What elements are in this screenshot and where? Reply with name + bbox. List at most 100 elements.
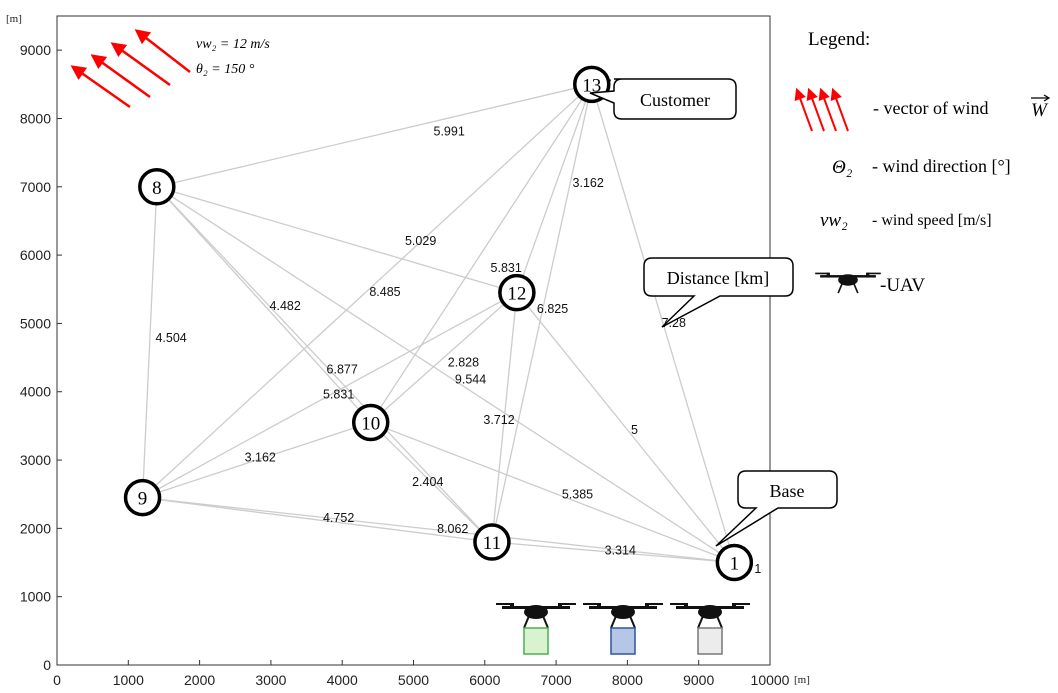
y-tick-label: 8000 <box>20 110 51 126</box>
edges <box>141 83 735 564</box>
distance-callout: Distance [km] <box>643 257 794 328</box>
edge-distance-label: 4.504 <box>155 331 186 345</box>
edge-distance-label: 3.314 <box>605 543 636 557</box>
legend-wind-direction-symbol: Θ₂ <box>832 157 853 178</box>
x-tick-label: 8000 <box>612 672 643 688</box>
edge-10-9 <box>142 421 371 499</box>
distance-callout-text: Distance [km] <box>667 268 769 288</box>
customer-callout: Customer <box>589 78 737 120</box>
edge-12-1 <box>516 292 735 563</box>
legend-wind-direction-text: - wind direction [°] <box>872 156 1011 176</box>
x-tick-label: 3000 <box>255 672 286 688</box>
node-11-label: 11 <box>483 533 501 554</box>
x-tick-label: 10000 <box>751 672 790 688</box>
node-1-label: 1 <box>730 554 740 575</box>
edge-distance-label: 4.752 <box>323 511 354 525</box>
wind-arrow-icon <box>110 42 171 87</box>
y-tick-label: 2000 <box>20 520 51 536</box>
base-callout-text: Base <box>770 481 805 501</box>
parcel-blue <box>610 627 636 655</box>
y-tick-label: 1000 <box>20 589 51 605</box>
edge-distance-label: 8.485 <box>369 285 400 299</box>
y-tick-label: 9000 <box>20 42 51 58</box>
wind-speed-annotation: νw₂ = 12 m/s <box>196 37 270 52</box>
customer-callout-text: Customer <box>640 90 710 110</box>
node-9-label: 9 <box>138 489 148 510</box>
x-tick-label: 0 <box>53 672 61 688</box>
edge-distance-label: 5.831 <box>491 261 522 275</box>
edge-8-10 <box>156 186 372 423</box>
legend: Legend: - vector of wind W Θ₂ - wind dir… <box>794 29 1051 296</box>
edge-labels: 5.991 3.162 5.029 5.831 8.485 4.482 6.825 4.504… <box>155 77 761 575</box>
edge-distance-label: 7.28 <box>662 316 686 330</box>
wind-arrow-icon <box>90 54 151 99</box>
edge-8-1 <box>156 186 735 564</box>
edge-13-9 <box>142 83 593 499</box>
edge-distance-label: 2.404 <box>412 475 443 489</box>
uav-icon <box>583 603 663 629</box>
edge-9-1 <box>142 496 735 564</box>
edge-12-11 <box>491 292 518 543</box>
y-tick-label: 3000 <box>20 452 51 468</box>
wind-arrow-icon <box>70 65 131 109</box>
edge-13-8 <box>156 83 592 188</box>
edge-distance-label: 5.991 <box>434 125 465 139</box>
legend-uav-text: -UAV <box>880 275 925 296</box>
edge-distance-label: 2.828 <box>448 355 479 369</box>
uav-fleet <box>496 603 750 655</box>
edge-10-11 <box>370 422 493 543</box>
x-tick-label: 2000 <box>184 672 215 688</box>
axes: 0 1000 2000 3000 4000 5000 6000 7000 8000 9000 100… <box>20 42 790 688</box>
edge-distance-label: 3.162 <box>245 450 276 464</box>
edge-13-11 <box>491 84 593 543</box>
edge-distance-label: 6.877 <box>327 362 358 376</box>
node-10-circle <box>351 403 390 442</box>
x-tick-label: 4000 <box>327 672 358 688</box>
node-12-label: 12 <box>507 284 526 305</box>
node-1-circle <box>715 543 754 582</box>
node-11-circle <box>473 523 511 561</box>
edge-8-9 <box>141 186 158 498</box>
edge-distance-label: 3.712 <box>483 413 514 427</box>
edge-distance-label: 3.162 <box>573 176 604 190</box>
x-tick-label: 9000 <box>683 672 714 688</box>
edge-13-1 <box>591 84 735 563</box>
legend-title: Legend: <box>808 29 870 50</box>
edge-distance-label: 8.062 <box>437 522 468 536</box>
y-unit-label: [m] <box>6 13 22 25</box>
edge-distance-label: 5 <box>631 423 638 437</box>
parcel-green <box>523 627 549 655</box>
edge-distance-label: 4.482 <box>270 299 301 313</box>
edge-13-10 <box>370 83 593 423</box>
wind-arrow-icon <box>134 29 191 73</box>
legend-uav-icon <box>815 272 881 294</box>
legend-wind-vector-symbol: W <box>1031 100 1049 121</box>
node-8-label: 8 <box>152 178 162 199</box>
y-tick-label: 5000 <box>20 315 51 331</box>
edge-9-11 <box>142 496 493 543</box>
node-9-circle <box>123 478 162 517</box>
edge-8-12 <box>156 186 518 294</box>
edge-distance-label: 6.825 <box>537 302 568 316</box>
uav-icon <box>496 603 576 629</box>
edge-distance-label: 5.029 <box>405 234 436 248</box>
node-10-label: 10 <box>361 413 380 434</box>
wind-direction-annotation: θ₂ = 150 ° <box>196 62 255 77</box>
uav-icon <box>670 603 750 629</box>
legend-wind-speed-symbol: vw₂ <box>820 210 848 231</box>
edge-13-12 <box>516 84 593 293</box>
node-12-circle <box>498 273 536 312</box>
node-8-circle <box>138 168 176 206</box>
edge-distance-label: 5.385 <box>562 487 593 501</box>
x-unit-label: [m] <box>794 674 810 686</box>
y-tick-label: 4000 <box>20 384 51 400</box>
node-index-label: 1 <box>754 562 761 576</box>
y-tick-label: 6000 <box>20 247 51 263</box>
x-tick-label: 5000 <box>398 672 429 688</box>
edge-10-1 <box>370 421 735 564</box>
plot-area <box>56 15 771 666</box>
y-tick-label: 7000 <box>20 179 51 195</box>
edge-11-1 <box>491 541 735 564</box>
